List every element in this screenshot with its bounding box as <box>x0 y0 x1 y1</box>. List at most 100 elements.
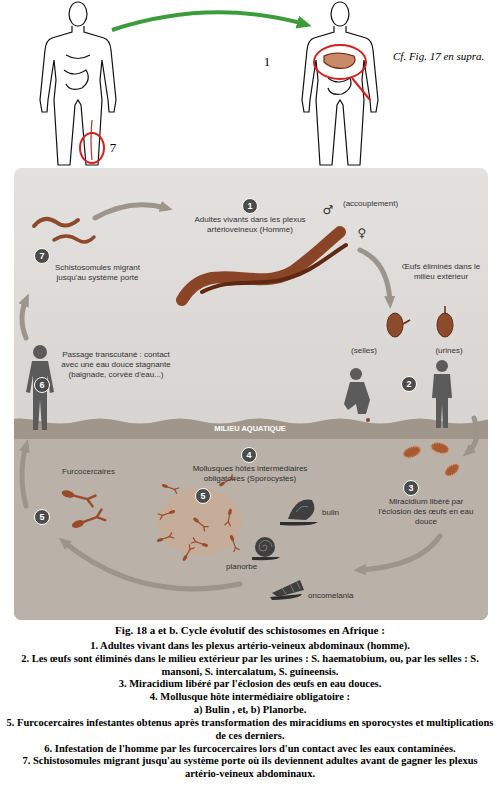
cycle-arrow <box>22 446 26 506</box>
water-band <box>14 419 488 621</box>
snail-shell <box>288 499 314 520</box>
shell-spiral <box>296 506 308 512</box>
intestine <box>328 78 351 94</box>
snail-shell <box>272 580 304 597</box>
body <box>344 382 370 414</box>
head <box>436 360 448 372</box>
head <box>331 2 349 26</box>
sex-symbol: ♀ <box>355 226 369 241</box>
head <box>69 2 87 26</box>
miracidia <box>402 441 461 478</box>
step-number: 5 <box>200 492 205 501</box>
miracidium <box>430 441 450 455</box>
shell-whorls <box>282 582 300 594</box>
cycle-arrow <box>360 250 390 302</box>
cercaria <box>225 508 233 525</box>
vein-line <box>91 120 92 160</box>
step-badge: 6 <box>34 377 50 393</box>
cercaria <box>192 516 208 531</box>
cercariae-cloud <box>156 475 242 562</box>
figure-caption-block: Fig. 18 a et b. Cycle évolutif des schis… <box>6 623 494 781</box>
step-number: 3 <box>408 484 413 493</box>
green-arrow <box>112 12 304 30</box>
squatting-person <box>344 368 370 414</box>
female-worm <box>202 245 346 292</box>
body <box>432 374 452 428</box>
snail-name: bulin <box>322 508 362 518</box>
cercaria <box>181 545 194 562</box>
caption-item: 3. Miracidium libéré par l'éclosion des … <box>6 678 494 691</box>
stool <box>366 418 370 422</box>
stage-text: Mollusques hôtes intermédiaires obligato… <box>180 464 320 484</box>
body-outline <box>40 26 116 165</box>
egg-spine <box>444 306 446 313</box>
snail-foot <box>270 594 302 600</box>
human-figure <box>302 2 378 165</box>
snail-shell <box>255 537 275 557</box>
cercaria-large <box>60 487 95 506</box>
miracidium <box>402 444 422 460</box>
cloud <box>158 488 242 556</box>
stage-note: (urines) <box>422 346 476 356</box>
organ-lines <box>64 55 90 89</box>
stage-text: Furcocercaires <box>62 467 146 477</box>
step-badge: 5 <box>34 509 50 525</box>
step-number: 2 <box>406 380 411 389</box>
red-pointer <box>352 78 370 100</box>
caption-item: 5. Furcocercaires infestantes obtenus ap… <box>6 717 494 743</box>
figure-caption: Fig. 18 a et b. Cycle évolutif des schis… <box>6 623 494 637</box>
standing-person <box>432 360 452 428</box>
callout-number: 1 <box>260 54 274 70</box>
shell-spiral <box>259 541 272 552</box>
egg-spine <box>403 320 410 324</box>
water <box>14 419 488 621</box>
stage-text: Adultes vivants dans les plexus artériov… <box>180 215 320 235</box>
stage-text: Passage transcutané : contact avec une e… <box>60 350 172 379</box>
red-circle <box>80 133 104 163</box>
snail-bulin <box>280 499 318 525</box>
callout-number: 7 <box>106 140 120 156</box>
body <box>26 361 54 430</box>
body-outline <box>302 26 378 165</box>
miracidium <box>443 462 461 479</box>
cycle-arrow <box>22 300 26 338</box>
stage-note: (accouplement) <box>343 199 415 209</box>
liver <box>324 53 355 68</box>
egg <box>387 313 403 337</box>
human-figure <box>40 2 116 165</box>
step-badge: 4 <box>241 447 257 463</box>
zone-label: MILIEU AQUATIQUE <box>150 424 350 433</box>
reference-note: Cf. Fig. 17 en supra. <box>393 50 497 63</box>
stage-text: Miracidium libéré par l'éclosion des œuf… <box>372 497 480 526</box>
bathing-person <box>26 345 54 430</box>
schistosomule <box>54 236 94 242</box>
cycle-arrow <box>95 205 166 218</box>
egg <box>437 313 453 337</box>
cercaria <box>191 538 209 549</box>
caption-item: 4. Mollusque hôte intermédiaire obligato… <box>6 691 494 704</box>
step-number: 1 <box>247 202 252 211</box>
cycle-arrow <box>468 418 477 452</box>
stage-text: Schistosomules migrant jusqu'au système … <box>50 263 145 283</box>
step-number: 4 <box>246 451 251 460</box>
caption-item: a) Bulin , et, b) Planorbe. <box>6 704 494 717</box>
caption-item: 2. Les œufs sont éliminés dans le milieu… <box>6 653 494 679</box>
cercaria <box>161 482 179 493</box>
red-circle <box>314 45 366 79</box>
head <box>350 368 362 380</box>
caption-item: 7. Schistosomules migrant jusqu'au systè… <box>6 755 494 781</box>
cercaria <box>158 508 176 519</box>
cercaria <box>228 534 239 552</box>
step-badge: 7 <box>34 248 50 264</box>
snail-name: oncomelania <box>308 591 378 601</box>
cercaria-large <box>70 510 105 532</box>
head <box>33 345 47 359</box>
step-number: 7 <box>39 252 44 261</box>
cycle-arrow <box>360 536 440 570</box>
caption-item: 6. Infestation de l'homme par les furcoc… <box>6 743 494 756</box>
snail-foot <box>280 522 318 526</box>
step-badge: 5 <box>195 488 211 504</box>
water-body <box>14 439 488 620</box>
snail-foot <box>252 557 280 560</box>
